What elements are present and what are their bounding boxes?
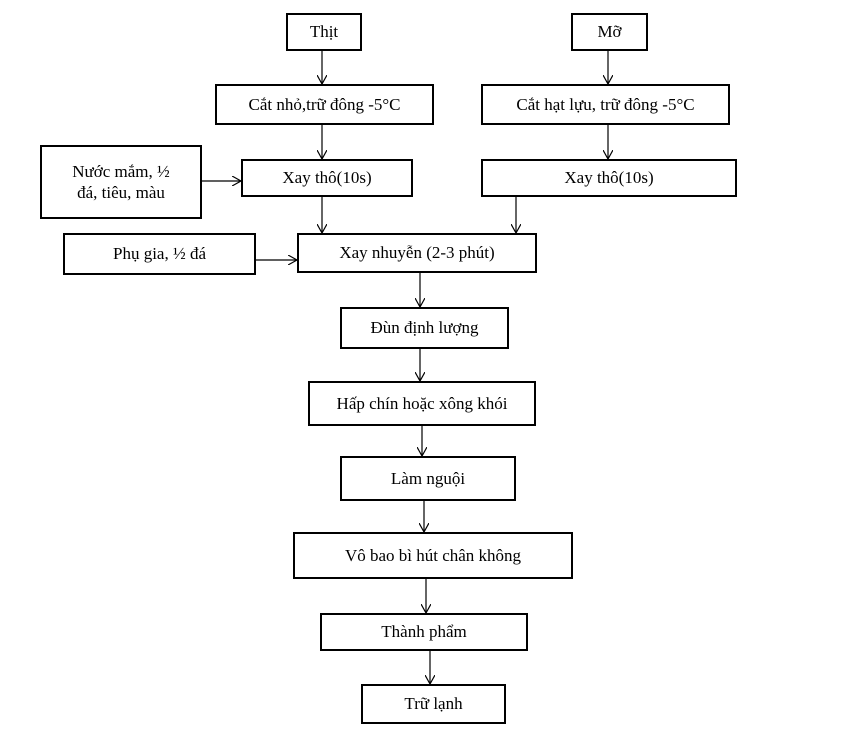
node-cat-thit: Cắt nhỏ,trữ đông -5°C <box>215 84 434 125</box>
node-vo-bao-label: Vô bao bì hút chân không <box>344 545 522 565</box>
node-hap-label: Hấp chín hoặc xông khói <box>336 393 508 413</box>
node-xay-nhuyen-label: Xay nhuyễn (2-3 phút) <box>339 243 495 263</box>
node-xay-nhuyen: Xay nhuyễn (2-3 phút) <box>297 233 537 273</box>
node-thit-label: Thịt <box>309 22 339 42</box>
node-xay-tho-mo-label: Xay thô(10s) <box>564 168 654 188</box>
node-lam-nguoi-label: Làm nguội <box>390 468 466 488</box>
node-xay-tho-thit-label: Xay thô(10s) <box>282 168 372 188</box>
node-xay-tho-mo: Xay thô(10s) <box>481 159 737 197</box>
node-phu-gia: Phụ gia, ½ đá <box>63 233 256 275</box>
node-lam-nguoi: Làm nguội <box>340 456 516 501</box>
node-mo: Mỡ <box>571 13 648 51</box>
node-tru-lanh: Trữ lạnh <box>361 684 506 724</box>
node-nuoc-mam: Nước mắm, ½ đá, tiêu, màu <box>40 145 202 219</box>
node-mo-label: Mỡ <box>597 22 622 42</box>
node-cat-mo-label: Cắt hạt lựu, trữ đông -5°C <box>516 94 695 114</box>
node-dun-dinh-luong: Đùn định lượng <box>340 307 509 349</box>
node-nuoc-mam-label: Nước mắm, ½ đá, tiêu, màu <box>72 161 170 202</box>
node-dun-label: Đùn định lượng <box>370 318 479 338</box>
node-tru-lanh-label: Trữ lạnh <box>404 694 463 714</box>
node-cat-mo: Cắt hạt lựu, trữ đông -5°C <box>481 84 730 125</box>
node-xay-tho-thit: Xay thô(10s) <box>241 159 413 197</box>
node-vo-bao: Vô bao bì hút chân không <box>293 532 573 579</box>
node-phu-gia-label: Phụ gia, ½ đá <box>112 244 207 264</box>
node-hap-chin: Hấp chín hoặc xông khói <box>308 381 536 426</box>
node-cat-thit-label: Cắt nhỏ,trữ đông -5°C <box>248 94 401 114</box>
node-thit: Thịt <box>286 13 362 51</box>
node-thanh-pham-label: Thành phẩm <box>381 622 467 642</box>
node-thanh-pham: Thành phẩm <box>320 613 528 651</box>
